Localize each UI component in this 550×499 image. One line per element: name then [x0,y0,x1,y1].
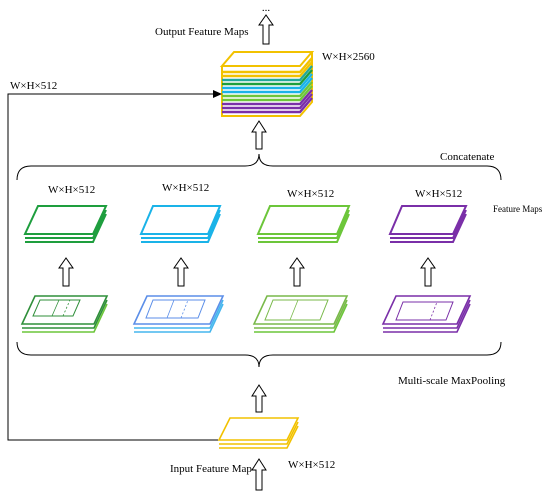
up-arrow-icon [173,257,189,287]
curly-brace-icon [16,153,502,181]
branch-size-label-4: W×H×512 [415,188,462,200]
branch-size-label-2: W×H×512 [162,182,209,194]
feature-map-3 [256,205,351,243]
pooling-map-2 [132,295,225,333]
curly-brace-icon [16,341,502,368]
feature-maps-label: Feature Maps [493,204,543,214]
concatenate-label: Concatenate [440,151,494,163]
output-title: Output Feature Maps [155,26,248,38]
skip-connection [7,90,222,441]
pooling-label: Multi-scale MaxPooling [398,375,506,387]
feature-map-4 [388,205,468,243]
branch-size-label-3: W×H×512 [287,188,334,200]
feature-map-2 [139,205,222,243]
input-size-label: W×H×512 [288,459,335,471]
up-arrow-icon [420,257,436,287]
up-arrow-icon [58,257,74,287]
pooling-map-4 [381,295,472,333]
feature-map-1 [23,205,108,243]
branch-size-label-1: W×H×512 [48,184,95,196]
up-arrow-icon [251,120,267,150]
up-arrow-icon [251,458,267,491]
up-arrow-icon [251,384,267,413]
input-feature-stack [217,417,300,449]
skip-size-label: W×H×512 [10,80,57,92]
top-ellipsis: ... [262,2,271,14]
up-arrow-icon [258,14,274,45]
input-title: Input Feature Map [170,463,252,475]
up-arrow-icon [289,257,305,287]
output-size-label: W×H×2560 [322,51,375,63]
pooling-map-1 [20,295,109,333]
output-feature-stack [219,51,315,117]
pooling-map-3 [252,295,349,333]
